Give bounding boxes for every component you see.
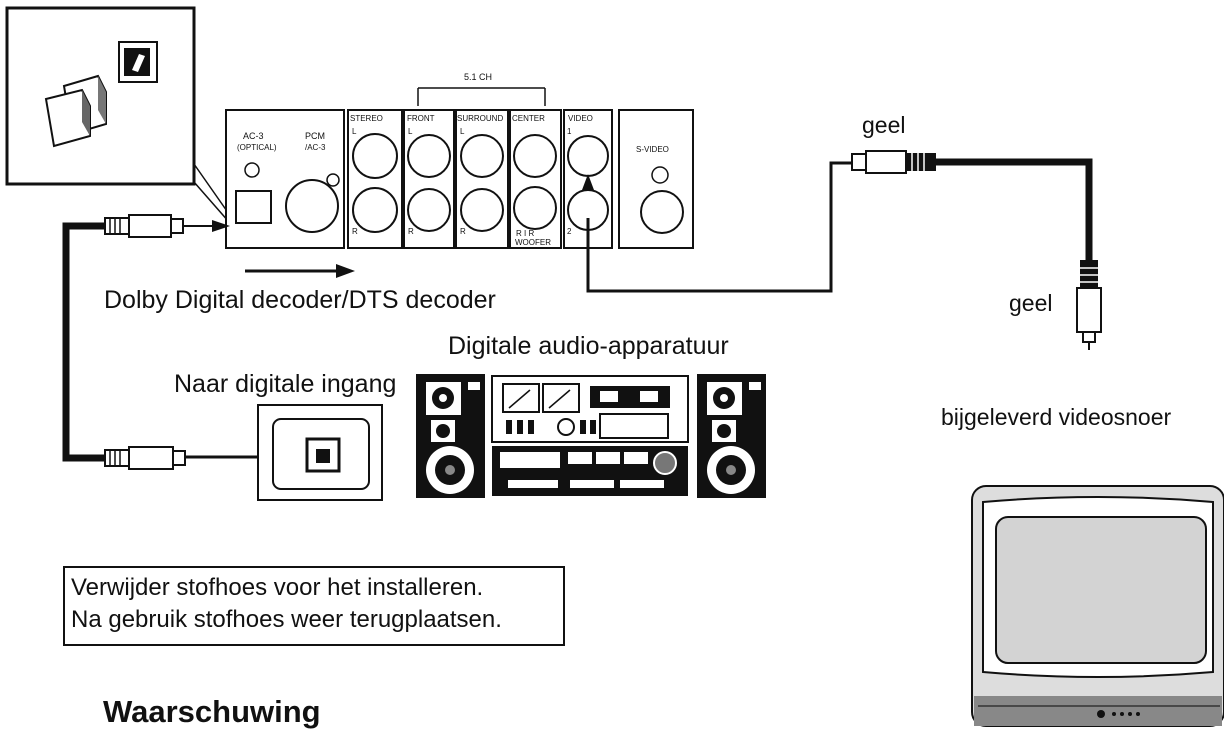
note-line-2: Na gebruik stofhoes weer terugplaatsen. [71, 606, 502, 633]
pcm-label: PCM [305, 131, 325, 141]
digital-audio-label: Digitale audio-apparatuur [448, 332, 729, 360]
front-l: L [408, 127, 413, 136]
stereo-label: STEREO [350, 114, 383, 123]
video-cord-label: bijgeleverd videosnoer [941, 404, 1172, 430]
cable-color-label-bottom: geel [1009, 290, 1053, 316]
ac3-sub-label: (OPTICAL) [237, 143, 277, 152]
dust-cap-inset [5, 6, 230, 223]
front-r: R [408, 227, 414, 236]
digital-input-jack [257, 404, 383, 501]
ac3-label: AC-3 [243, 131, 264, 141]
video-cable [582, 150, 1102, 350]
cable-color-label-top: geel [862, 112, 906, 138]
pcm-sub-label: /AC-3 [305, 143, 326, 152]
channel-label: 5.1 CH [464, 72, 492, 82]
stereo-r: R [352, 227, 358, 236]
center-label: CENTER [512, 114, 545, 123]
surround-r: R [460, 227, 466, 236]
woofer-label-2: WOOFER [515, 238, 551, 247]
decoder-label: Dolby Digital decoder/DTS decoder [104, 286, 496, 314]
note-line-1: Verwijder stofhoes voor het installeren. [71, 574, 484, 601]
video-1: 1 [567, 127, 572, 136]
rear-panel: AC-3 (OPTICAL) PCM /AC-3 5.1 CH STEREO L… [225, 72, 694, 249]
television [971, 485, 1224, 727]
woofer-label-1: R I R [516, 229, 534, 238]
audio-equipment [416, 374, 766, 498]
video-2: 2 [567, 227, 572, 236]
warning-heading: Waarschuwing [103, 694, 321, 729]
surround-l: L [460, 127, 465, 136]
digital-input-label: Naar digitale ingang [174, 370, 397, 398]
dust-cap-note: Verwijder stofhoes voor het installeren.… [63, 566, 565, 646]
stereo-l: L [352, 127, 357, 136]
front-label: FRONT [407, 114, 435, 123]
svideo-label: S-VIDEO [636, 145, 669, 154]
surround-label: SURROUND [457, 114, 503, 123]
direction-arrow [245, 264, 355, 278]
video-label: VIDEO [568, 114, 593, 123]
